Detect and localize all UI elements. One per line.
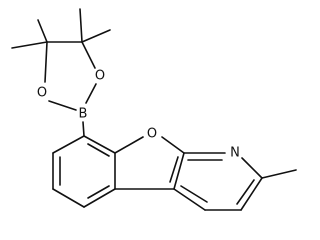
oxygen-atom-top: O <box>95 69 105 84</box>
bond <box>83 188 116 208</box>
double-bond <box>87 143 110 157</box>
bond <box>83 135 116 154</box>
bond <box>52 188 85 208</box>
methyl-bond <box>79 8 83 43</box>
bond <box>48 100 77 111</box>
bond <box>114 136 144 154</box>
structure-diagram: B O O O N <box>11 8 297 211</box>
boron-carbon-bond <box>82 121 85 137</box>
pinacol-ring <box>11 8 111 111</box>
double-bond <box>236 179 255 205</box>
bond <box>52 135 85 154</box>
molecule-canvas: B O O O N <box>11 8 297 211</box>
boron-atom: B <box>79 107 88 122</box>
double-bond <box>180 185 208 203</box>
pyridine-ring <box>173 152 297 211</box>
benzene-ring <box>52 135 116 208</box>
nitrogen-atom: N <box>230 146 240 161</box>
methyl-bond <box>37 19 48 43</box>
methyl-bond <box>261 169 297 179</box>
oxygen-atom-furan: O <box>147 127 157 142</box>
bond <box>85 83 97 104</box>
bond <box>240 177 263 211</box>
double-bond <box>87 185 110 199</box>
methyl-bond <box>11 41 48 49</box>
furan-ring <box>114 136 185 190</box>
bond <box>161 136 185 154</box>
methyl-bond <box>81 29 111 43</box>
double-bond <box>169 156 179 183</box>
bond <box>173 188 206 211</box>
bond <box>44 41 48 83</box>
bond <box>81 41 96 69</box>
oxygen-atom-left: O <box>37 86 47 101</box>
bond <box>173 152 185 190</box>
bond <box>241 157 263 179</box>
